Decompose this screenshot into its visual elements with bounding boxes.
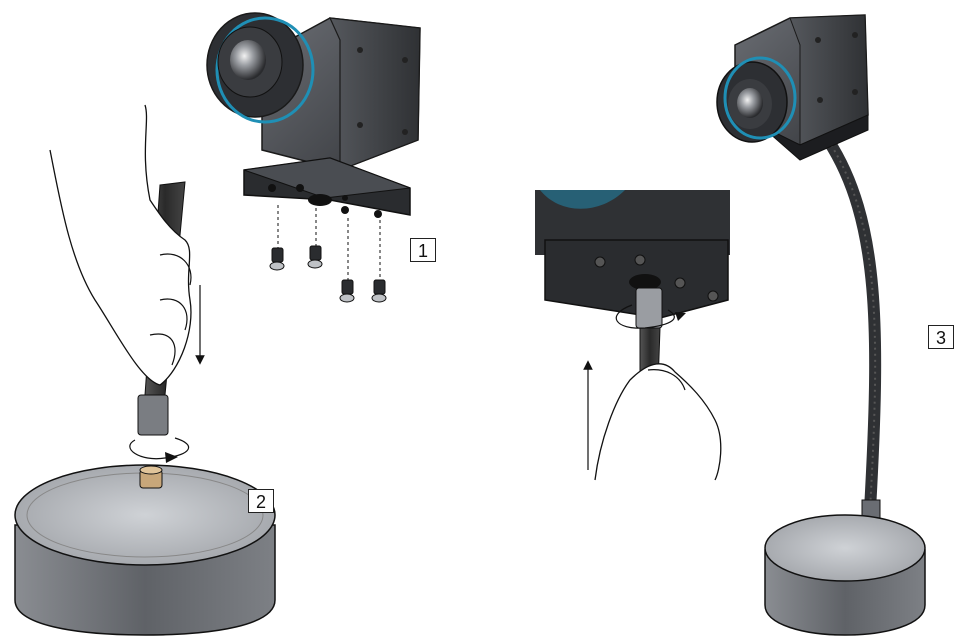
step3-closeup [535, 190, 730, 481]
step1-camera [206, 12, 421, 303]
step-label-1: 1 [410, 238, 436, 262]
step3-assembled [716, 14, 926, 636]
step-label-2: 2 [248, 489, 274, 513]
step2-base-assembly [14, 104, 276, 636]
step-label-3: 3 [928, 325, 954, 349]
